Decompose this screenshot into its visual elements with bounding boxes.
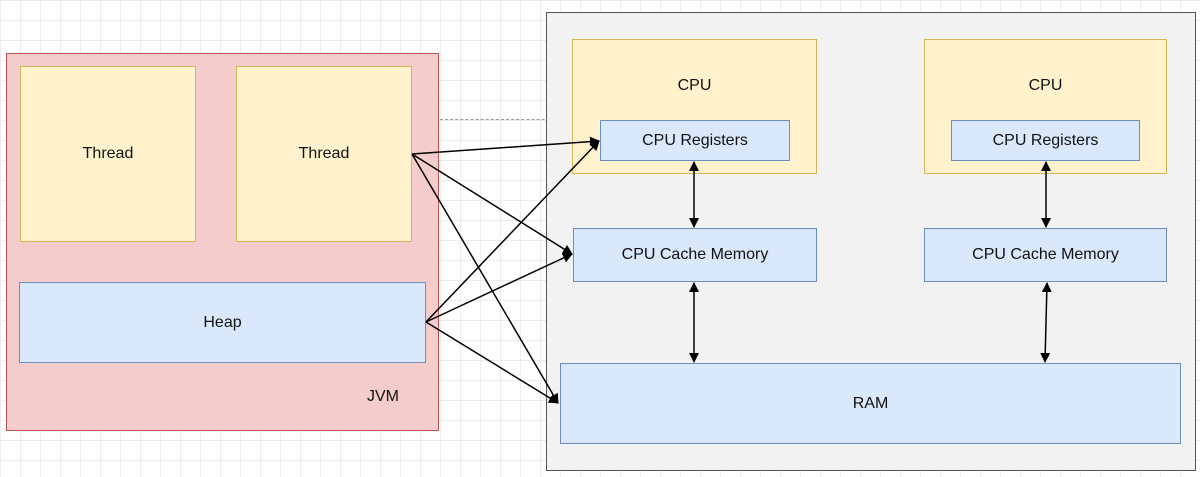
- thread-box-1: Thread: [20, 66, 196, 242]
- cpu-cache-box-1: CPU Cache Memory: [573, 228, 817, 282]
- thread-label-1: Thread: [82, 145, 134, 162]
- cpu-label-1: CPU: [677, 77, 712, 94]
- dashed-guide-line: [440, 119, 570, 120]
- cpu-registers-label-2: CPU Registers: [992, 131, 1099, 149]
- cpu-cache-label-2: CPU Cache Memory: [972, 246, 1119, 263]
- ram-label: RAM: [852, 394, 889, 412]
- cpu-cache-label-1: CPU Cache Memory: [621, 246, 769, 263]
- jvm-label: JVM: [367, 388, 399, 405]
- cpu-registers-box-2: CPU Registers: [951, 120, 1140, 161]
- cpu-cache-box-2: CPU Cache Memory: [924, 228, 1167, 282]
- heap-label: Heap: [203, 313, 242, 331]
- thread-box-2: Thread: [236, 66, 412, 242]
- ram-box: RAM: [560, 363, 1181, 444]
- cpu-registers-label-1: CPU Registers: [642, 131, 748, 149]
- arrow-heap-to-ram: [425, 321, 559, 404]
- thread-label-2: Thread: [298, 145, 350, 162]
- cpu-registers-box-1: CPU Registers: [600, 120, 790, 161]
- cpu-label-2: CPU: [1028, 77, 1063, 94]
- heap-box: Heap: [19, 282, 426, 363]
